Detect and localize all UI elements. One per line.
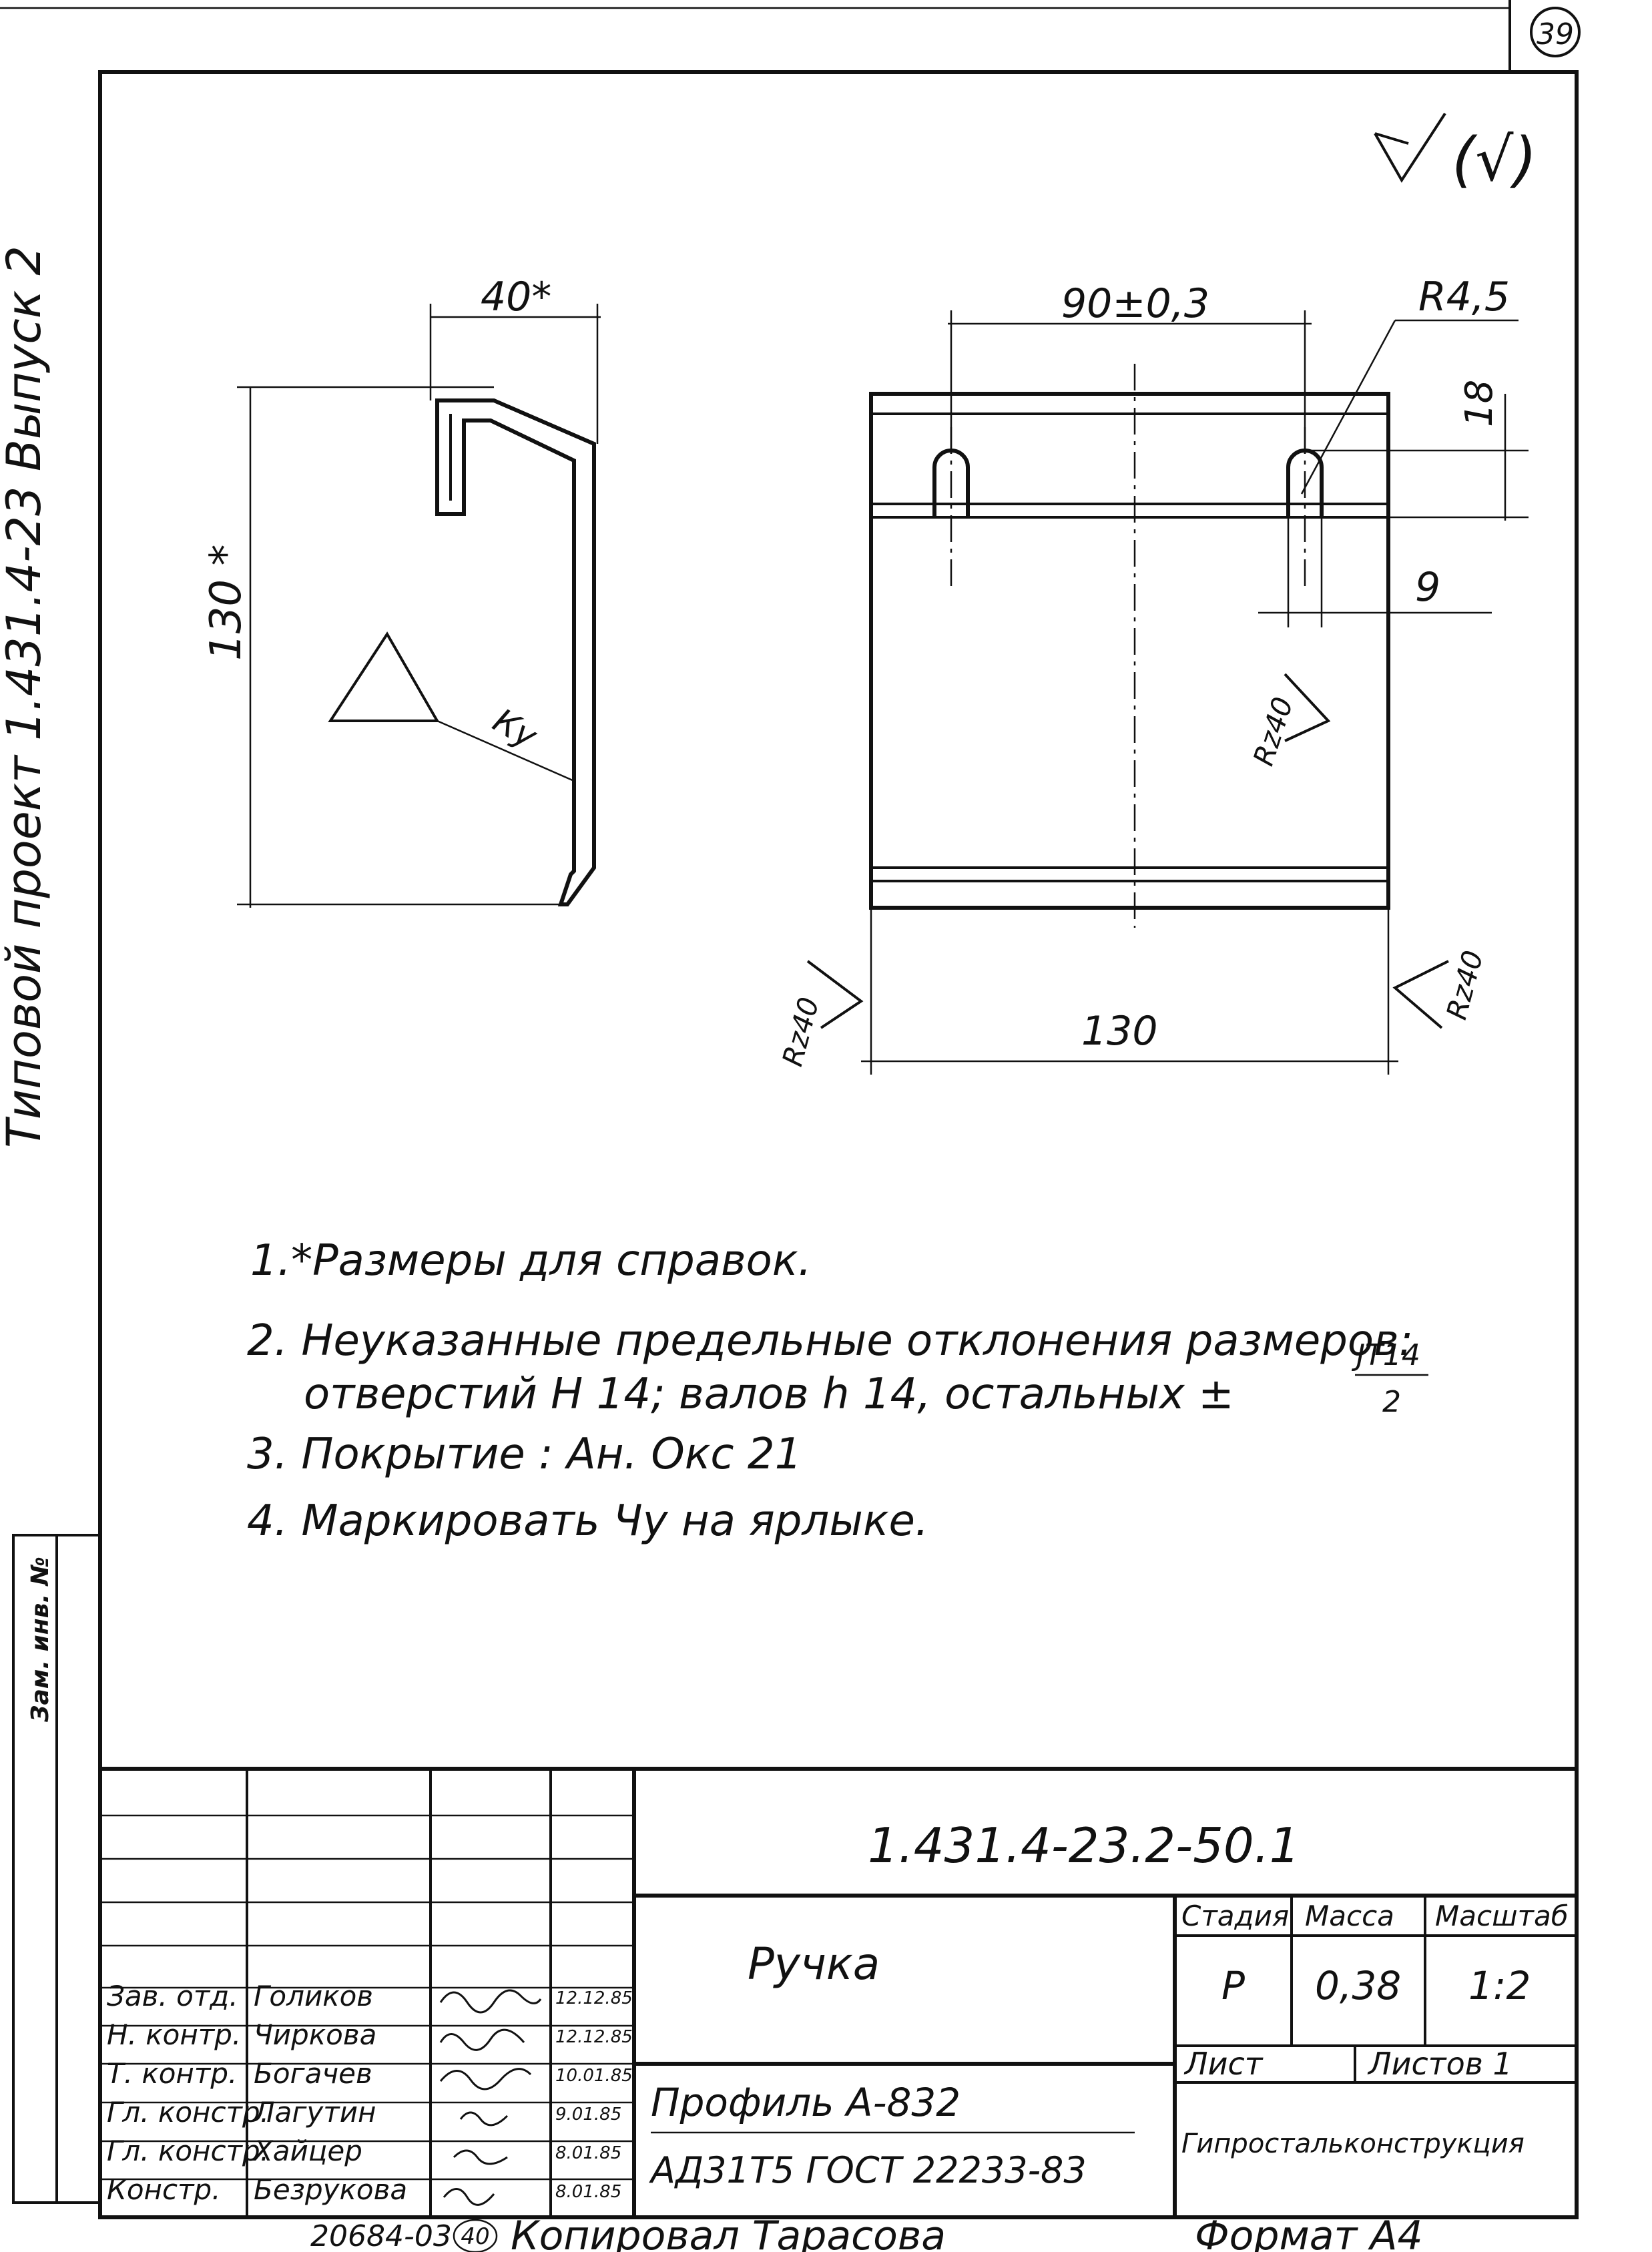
header-scale: Масштаб (1435, 1900, 1569, 1932)
sig-role-2: Т. контр. (107, 2057, 237, 2090)
sig-name-2: Богачев (254, 2057, 372, 2090)
signature-mark-4 (453, 2149, 508, 2165)
copied-by: Копировал Тарасова (511, 2213, 946, 2252)
sheet-number: 39 (1537, 17, 1574, 51)
roughness-general-icon (1374, 112, 1446, 183)
format-label: Формат А4 (1195, 2213, 1423, 2252)
sig-name-3: Лагутин (252, 2096, 376, 2129)
signature-mark-0 (439, 1989, 542, 2014)
weld-label: Ку (487, 701, 545, 756)
sig-date-4: 8.01.85 (555, 2143, 621, 2163)
sig-role-0: Зав. отд. (107, 1980, 238, 2012)
dim-slot-spacing: 90±0,3 (1061, 280, 1209, 327)
sheet-number-circle (1530, 7, 1581, 57)
tolerance-numerator: JT14 (1351, 1338, 1420, 1372)
material-line-2: АД31Т5 ГОСТ 22233-83 (649, 2149, 1087, 2191)
rough-right: Rz40 (1440, 947, 1489, 1023)
note-2-cont: отверстий H 14; валов h 14, остальных ± (304, 1370, 1234, 1419)
roughness-inner-icon (1284, 673, 1331, 742)
dim-slot-width: 9 (1415, 564, 1440, 611)
sig-role-1: Н. контр. (107, 2018, 241, 2051)
part-name: Ручка (748, 1938, 880, 1990)
notes: 1.*Размеры для справок. 2. Неуказанные п… (247, 1236, 1428, 1546)
archive-number: 20684-03 (310, 2219, 452, 2252)
sig-date-0: 12.12.85 (555, 1988, 633, 2008)
signature-mark-5 (443, 2188, 495, 2206)
rough-inner: Rz40 (1247, 693, 1300, 770)
roughness-left-icon (806, 960, 864, 1029)
rough-left: Rz40 (776, 994, 825, 1070)
radius-leader (1300, 320, 1396, 495)
title-block: Зав. отд. Голиков 12.12.85 Н. контр. Чир… (100, 1767, 1577, 2217)
tolerance-denominator: 2 (1382, 1385, 1401, 1419)
dim-left-height: 130 * (202, 545, 251, 661)
organization: Гипростальконструкция (1181, 2129, 1525, 2159)
signature-mark-1 (439, 2028, 525, 2051)
designation: 1.431.4-23.2-50.1 (868, 1817, 1300, 1874)
dim-right-width: 130 (1081, 1008, 1158, 1055)
weld-triangle-icon (328, 631, 440, 722)
right-view: 90±0,3 R4,5 18 9 Rz40 130 Rz40 Rz40 (776, 274, 1529, 1075)
sig-name-1: Чиркова (254, 2018, 376, 2051)
archive-sheet: 40 (461, 2223, 489, 2250)
sig-name-5: Безрукова (254, 2173, 407, 2206)
signature-mark-3 (459, 2111, 509, 2127)
roughness-right-icon (1392, 960, 1449, 1029)
sig-date-1: 12.12.85 (555, 2027, 633, 2047)
part-body-outline (869, 392, 1390, 910)
sheets-label: Листов 1 (1367, 2046, 1512, 2082)
note-3: 3. Покрытие : Ан. Окс 21 (247, 1430, 802, 1479)
footer: 20684-03 40 Копировал Тарасова Формат А4 (310, 2213, 1423, 2252)
note-4: 4. Маркировать Чу на ярлыке. (247, 1496, 928, 1546)
value-mass: 0,38 (1315, 1963, 1401, 2008)
side-box-label: Зам. инв. № (27, 1557, 54, 1723)
dim-left-width: 40* (481, 274, 551, 320)
sig-role-5: Констр. (107, 2173, 221, 2206)
side-stamp: Типовой проект 1.431.4-23 Выпуск 2 (0, 246, 51, 1148)
surface-mark: (√) (1452, 125, 1537, 195)
sig-role-4: Гл. констр. (107, 2135, 269, 2167)
profile-outline (435, 398, 596, 906)
dim-slot-depth: 18 (1458, 380, 1501, 427)
note-1: 1.*Размеры для справок. (250, 1236, 812, 1286)
sig-name-4: Хайцер (252, 2135, 362, 2167)
sig-date-3: 9.01.85 (555, 2104, 621, 2125)
sheet-label: Лист (1183, 2046, 1264, 2082)
weld-leader-line (437, 720, 575, 782)
header-stage: Стадия (1181, 1900, 1289, 1932)
sig-name-0: Голиков (254, 1980, 373, 2012)
value-stage: Р (1221, 1963, 1245, 2008)
signature-scribbles (439, 1989, 542, 2206)
note-2: 2. Неуказанные предельные отклонения раз… (247, 1316, 1413, 1366)
sig-date-5: 8.01.85 (555, 2182, 621, 2202)
left-view: 40* 130 * Ку (202, 274, 601, 908)
sig-date-2: 10.01.85 (555, 2066, 633, 2086)
archive-sheet-circle (453, 2219, 498, 2252)
sig-role-3: Гл. констр. (107, 2096, 269, 2129)
signature-mark-2 (439, 2068, 532, 2090)
dim-radius: R4,5 (1418, 274, 1510, 320)
material-line-1: Профиль А-832 (651, 2080, 960, 2125)
header-mass: Масса (1305, 1900, 1394, 1932)
main-frame (98, 70, 1579, 2219)
value-scale: 1:2 (1468, 1963, 1531, 2008)
